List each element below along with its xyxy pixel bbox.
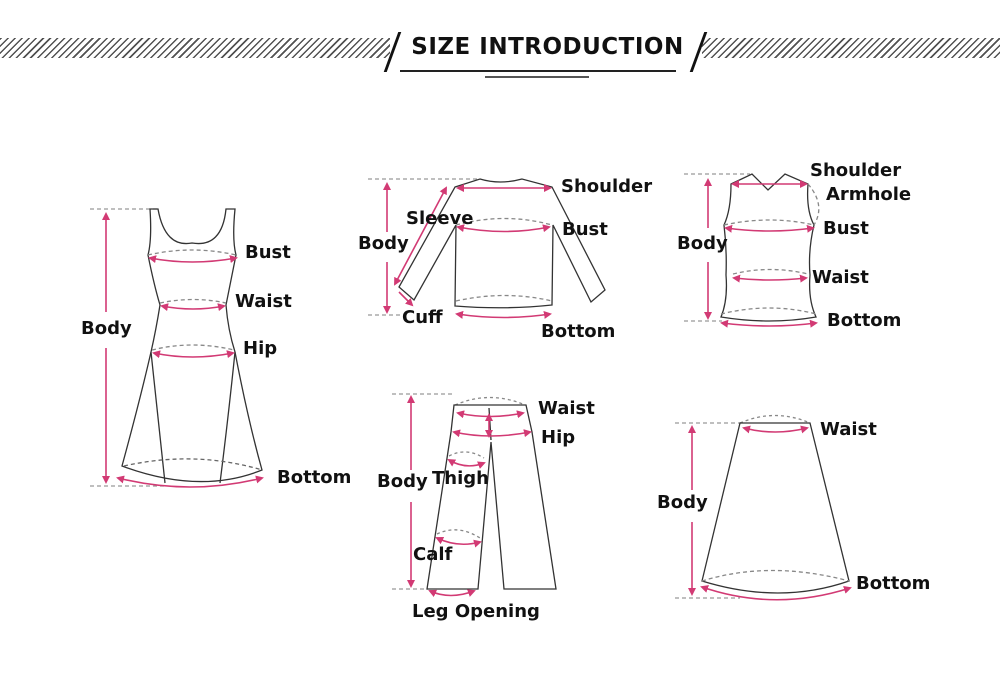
pants-calf-label: Calf (413, 544, 453, 565)
header-hatch-left (0, 38, 390, 58)
top-sleeve-label: Sleeve (406, 208, 474, 229)
tank-bust-label: Bust (823, 218, 869, 239)
dress-waist-label: Waist (235, 291, 292, 312)
dress-diagram (90, 208, 264, 488)
top-body-label: Body (358, 233, 409, 254)
dress-bottom-label: Bottom (277, 467, 352, 488)
tank-shoulder-label: Shoulder (810, 160, 902, 181)
skirt-bottom-label: Bottom (856, 573, 931, 594)
title-underline-short (485, 76, 589, 78)
skirt-body-label: Body (657, 492, 708, 513)
tank-body-label: Body (677, 233, 728, 254)
title-underline (400, 70, 676, 72)
pants-leg-opening-label: Leg Opening (412, 601, 540, 622)
dress-bust-label: Bust (245, 242, 291, 263)
pants-thigh-label: Thigh (432, 468, 489, 489)
pants-waist-label: Waist (538, 398, 595, 419)
dress-body-label: Body (81, 318, 132, 339)
tank-armhole-label: Armhole (826, 184, 912, 205)
tank-waist-label: Waist (812, 267, 869, 288)
top-bottom-label: Bottom (541, 321, 616, 342)
skirt-waist-label: Waist (820, 419, 877, 440)
header-hatch-right (702, 38, 1000, 58)
long-sleeve-top-diagram (368, 178, 606, 319)
pants-diagram (392, 393, 557, 598)
pants-body-label: Body (377, 471, 428, 492)
top-bust-label: Bust (562, 219, 608, 240)
pants-hip-label: Hip (541, 427, 576, 448)
header-banner: SIZE INTRODUCTION (383, 28, 710, 78)
top-cuff-label: Cuff (402, 307, 443, 328)
skirt-diagram (675, 414, 852, 601)
top-shoulder-label: Shoulder (561, 176, 653, 197)
dress-hip-label: Hip (243, 338, 278, 359)
page-title: SIZE INTRODUCTION (411, 34, 684, 60)
tank-bottom-label: Bottom (827, 310, 902, 331)
tank-top-diagram (684, 173, 820, 328)
